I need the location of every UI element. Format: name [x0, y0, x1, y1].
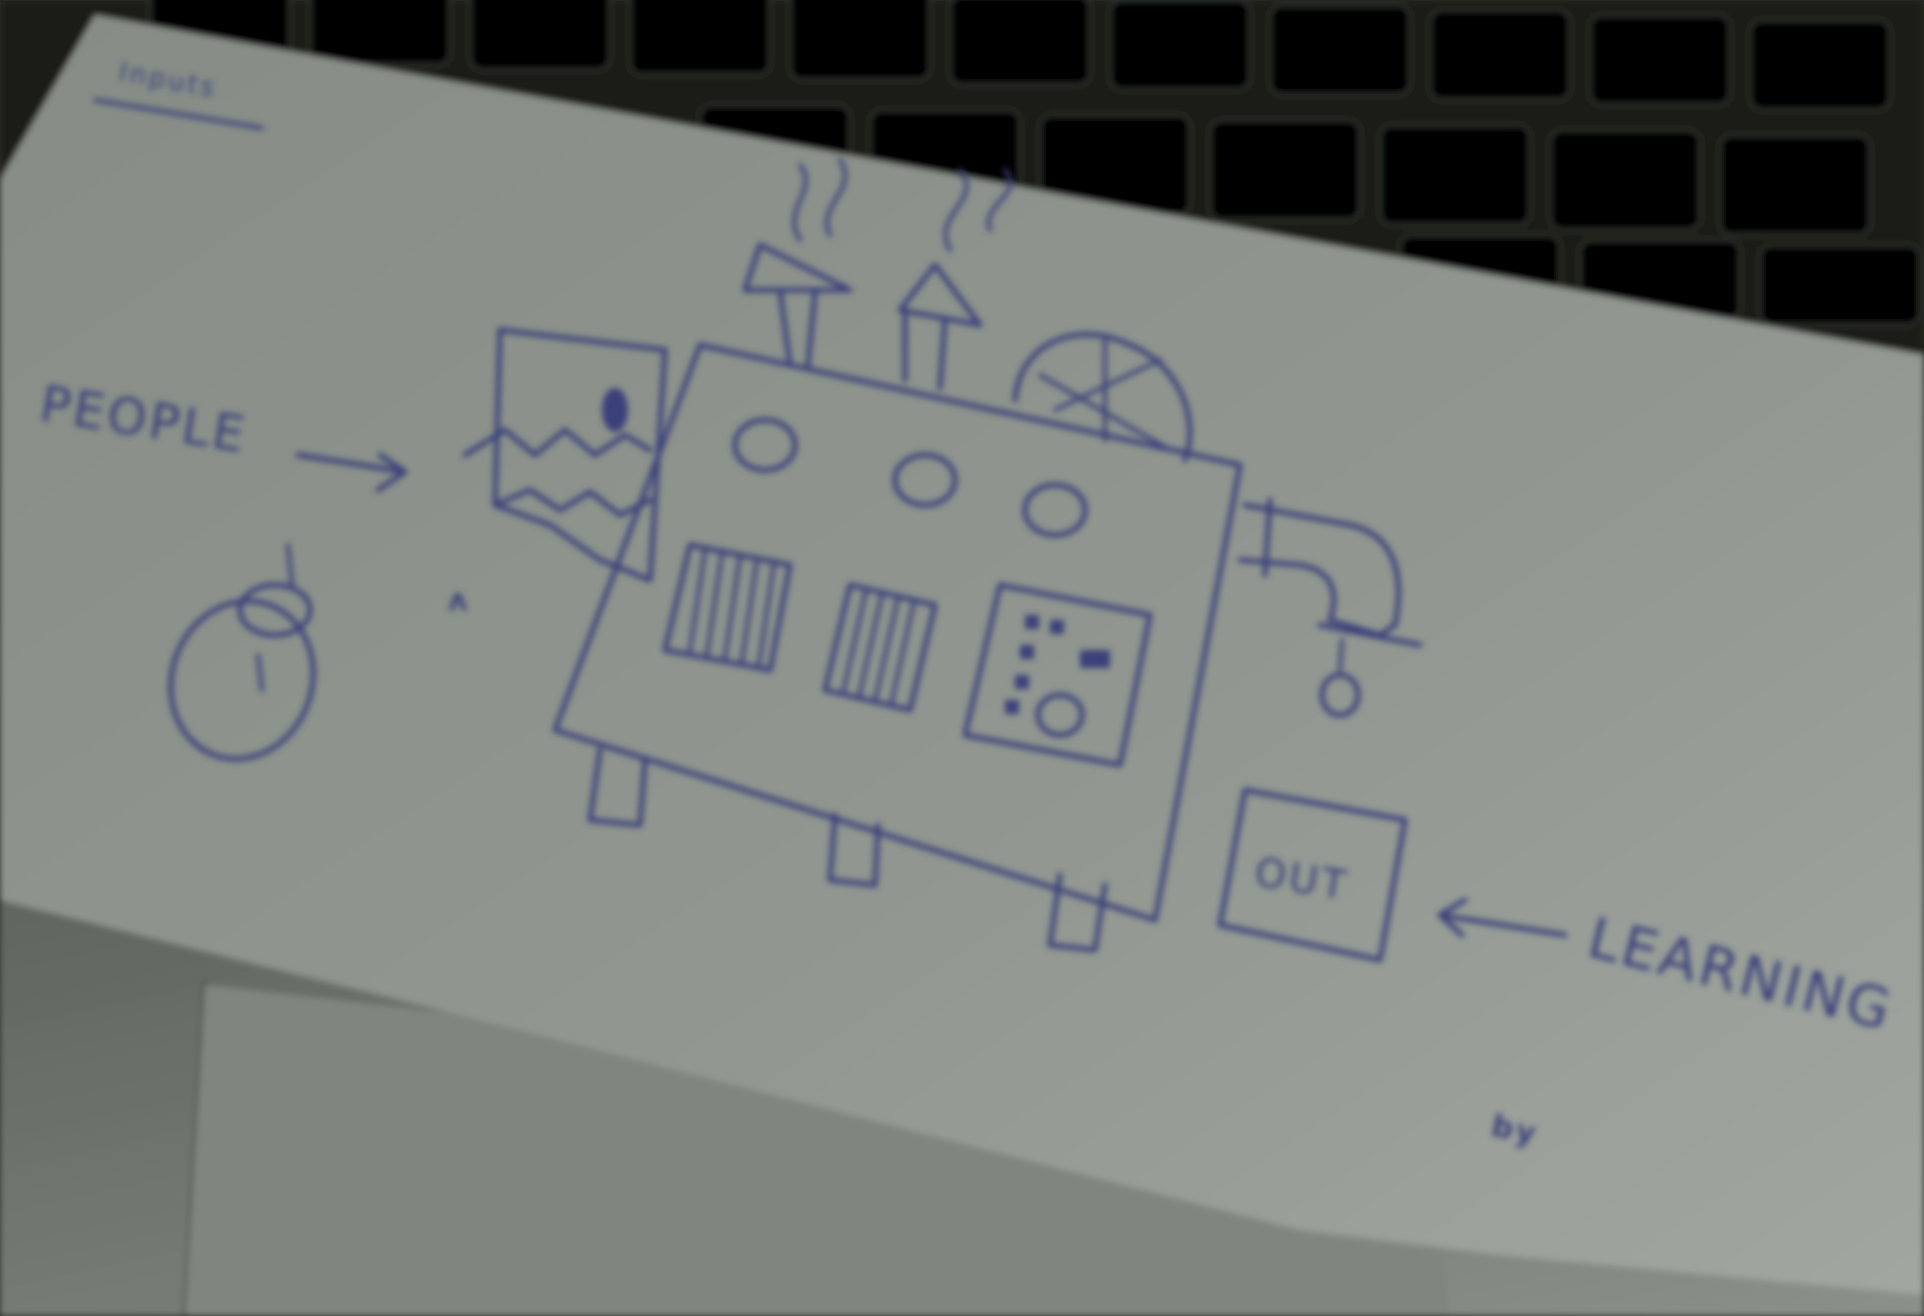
machine-body — [552, 342, 1243, 953]
trackpad — [185, 985, 1450, 1316]
corner-label-underline — [93, 98, 264, 130]
machine-chimneys — [742, 158, 1013, 391]
learning-arrow — [1437, 897, 1568, 938]
svg-text:ʌ: ʌ — [448, 583, 471, 618]
machine-wheel — [1012, 331, 1193, 463]
output-pipe — [1237, 497, 1423, 718]
trackpad-edge — [182, 979, 208, 1316]
paper-sheet — [0, 15, 1924, 1295]
people-arrow — [295, 452, 408, 493]
person-doodle — [168, 543, 316, 762]
machine-hopper: ʌ — [448, 327, 668, 618]
